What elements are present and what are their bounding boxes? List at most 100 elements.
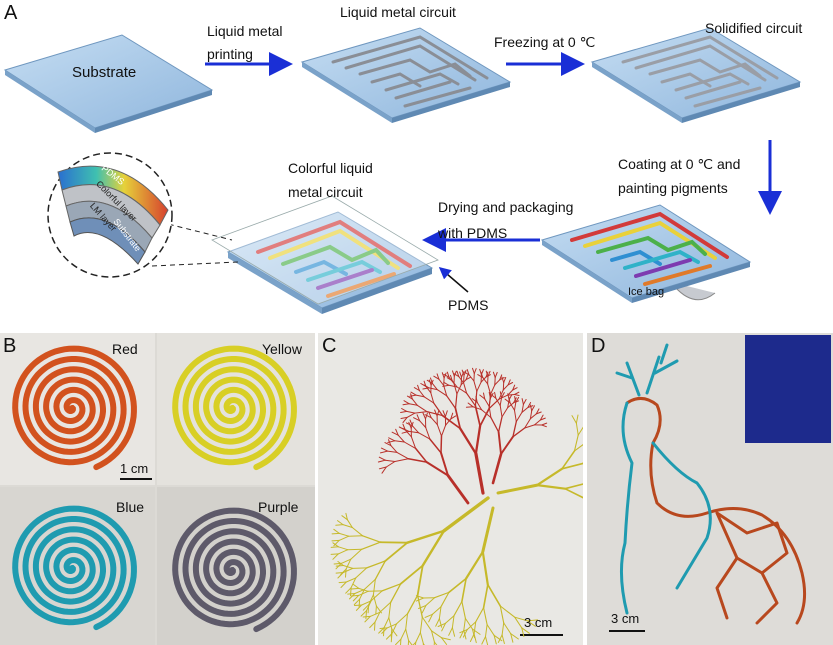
branch-line: [416, 564, 424, 597]
spiral-path: [172, 345, 297, 471]
branch-line: [463, 617, 466, 631]
branch-line: [418, 604, 427, 609]
branch-line: [425, 412, 428, 420]
branch-line: [501, 622, 505, 636]
branch-line: [561, 462, 583, 470]
branch-line: [403, 400, 410, 405]
branch-line: [337, 546, 349, 551]
branch-line: [441, 622, 446, 632]
branch-line: [515, 396, 520, 403]
branch-line: [521, 398, 524, 405]
branch-line: [514, 401, 517, 411]
branch-line: [440, 435, 443, 454]
branch-line: [402, 403, 410, 406]
branch-line: [351, 527, 364, 537]
branch-line: [366, 560, 386, 569]
branch-line: [512, 387, 518, 391]
branch-line: [345, 558, 352, 570]
branch-line: [438, 378, 445, 386]
branch-line: [362, 615, 371, 618]
branch-line: [463, 382, 468, 394]
branch-line: [407, 458, 428, 463]
deer-outline: [715, 511, 789, 575]
branch-line: [514, 616, 523, 629]
spiral-yellow: [172, 345, 297, 471]
scale-label-c: 3 cm: [524, 615, 553, 630]
panel-b-drawing: [0, 333, 315, 645]
branch-line: [443, 373, 450, 378]
branch-line: [536, 467, 564, 487]
solidified-label: Solidified circuit: [705, 20, 803, 36]
branch-line: [379, 541, 409, 544]
branch-line: [419, 632, 424, 645]
branch-line: [581, 462, 583, 465]
spiral-path: [172, 507, 297, 633]
branch-line: [395, 638, 402, 645]
branch-line: [467, 402, 474, 408]
branch-line: [459, 371, 462, 378]
spiral-blue: [12, 505, 137, 631]
branch-line: [387, 450, 398, 453]
branch-line: [499, 605, 505, 624]
branch-line: [536, 484, 567, 490]
branch-line: [430, 377, 433, 384]
branch-line: [351, 587, 360, 590]
branch-line: [340, 581, 347, 588]
branch-line: [396, 451, 409, 460]
scale-label-d: 3 cm: [611, 611, 640, 626]
branch-line: [428, 613, 433, 623]
branch-line: [353, 598, 361, 606]
panel-c: C 3 cm: [318, 333, 583, 645]
branch-line: [406, 410, 416, 414]
branch-line: [345, 512, 348, 521]
branch-line: [341, 515, 348, 521]
branch-line: [431, 382, 438, 391]
branch-line: [465, 374, 469, 381]
panel-c-letter: C: [322, 335, 337, 357]
branch-line: [364, 615, 371, 623]
branch-line: [388, 617, 393, 630]
branch-line: [409, 394, 417, 397]
branch-line: [541, 424, 547, 428]
branch-line: [425, 461, 449, 477]
colorful-circuit-label: Colorful liquid metal circuit: [288, 160, 373, 200]
branch-line: [388, 439, 392, 447]
branch-line: [468, 374, 475, 382]
branch-line: [330, 546, 339, 548]
branch-line: [474, 424, 482, 455]
branch-line: [333, 562, 342, 565]
branch-line: [448, 384, 458, 388]
branch-line: [428, 387, 438, 391]
branch-line: [461, 577, 467, 603]
panel-d: D 3 cm: [587, 333, 833, 645]
branch-line: [422, 387, 430, 390]
deer-outline: [715, 556, 779, 625]
branch-line: [493, 634, 503, 642]
branch-line: [451, 627, 456, 637]
branch-line: [428, 411, 432, 419]
branch-line: [358, 590, 369, 596]
branch-line: [375, 605, 377, 615]
branch-line: [496, 483, 539, 495]
branch-line: [406, 395, 413, 400]
branch-line: [390, 628, 393, 638]
branch-line: [350, 548, 363, 560]
deer-outline: [651, 441, 712, 590]
branch-line: [422, 412, 426, 420]
branch-line: [442, 384, 450, 387]
branch-line: [485, 370, 489, 377]
branch-line: [529, 413, 537, 420]
branch-line: [494, 391, 497, 399]
branch-line: [421, 529, 446, 567]
branch-line: [499, 405, 503, 418]
branch-line: [415, 632, 421, 643]
branch-line: [474, 404, 481, 427]
branch-line: [415, 597, 425, 602]
branch-line: [571, 415, 577, 424]
branch-line: [395, 428, 399, 436]
branch-line: [501, 376, 505, 383]
branch-line: [499, 391, 503, 399]
branch-line: [425, 597, 435, 606]
branch-line: [445, 615, 455, 624]
plate-lm-circuit: [300, 27, 512, 123]
